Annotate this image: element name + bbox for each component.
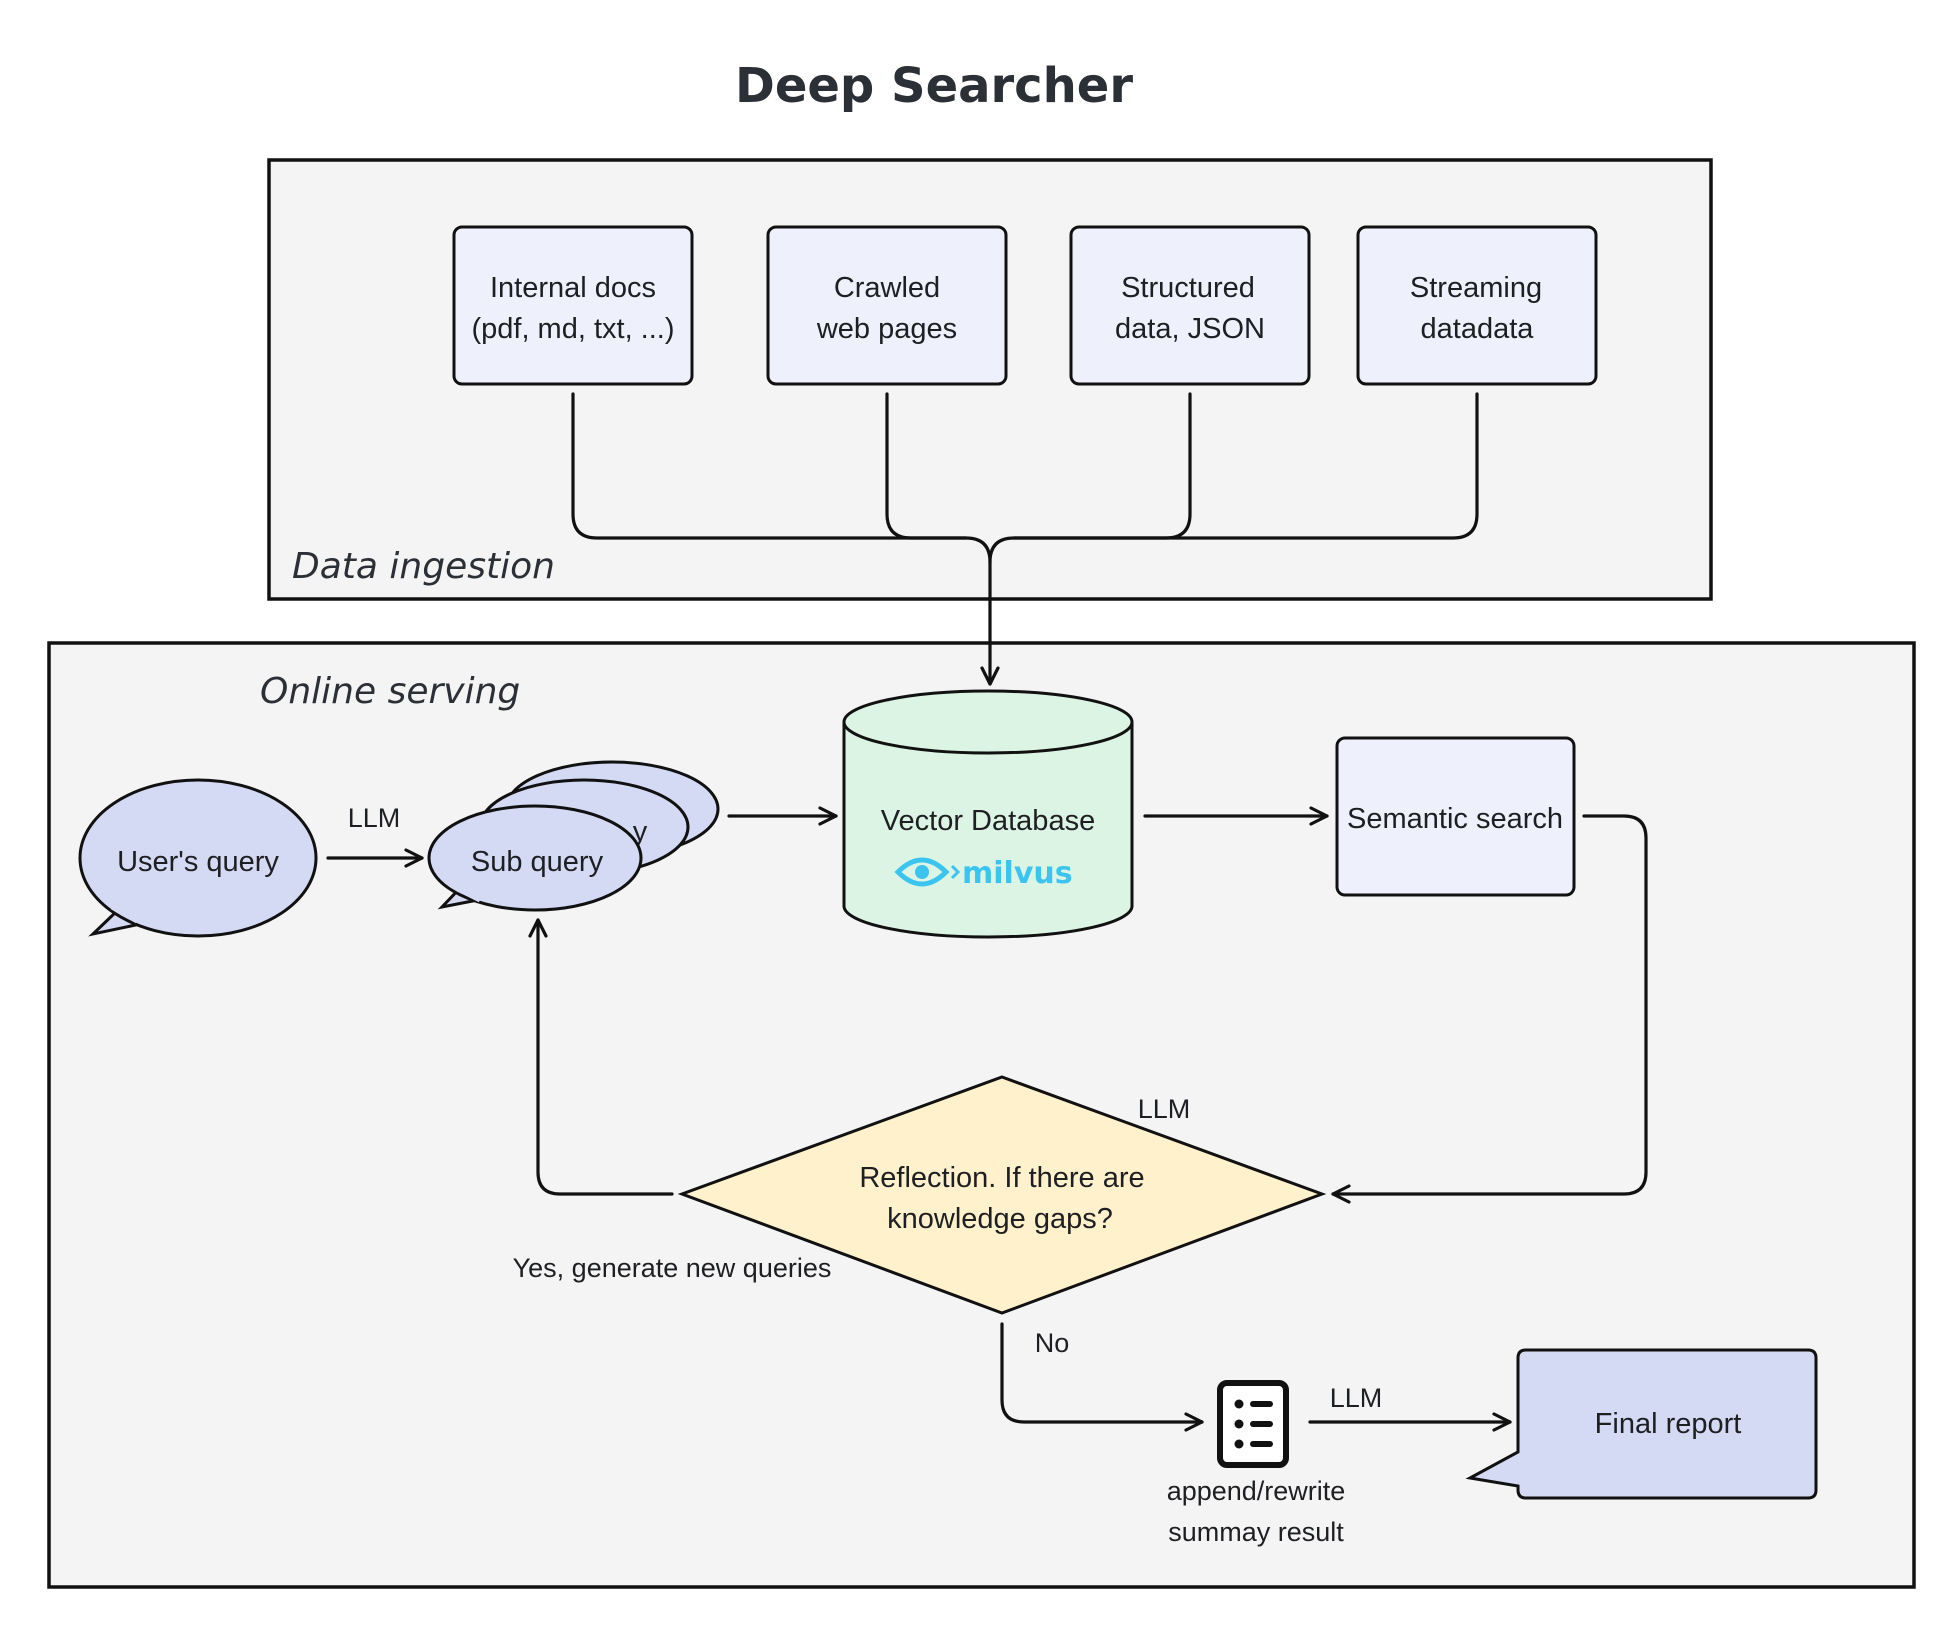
edge-reflection-to-sub: [528, 918, 674, 1196]
summary-label-line2: summay result: [1168, 1517, 1344, 1547]
edge-llm-reflection-label: LLM: [1138, 1094, 1191, 1124]
source-internal-docs: Internal docs (pdf, md, txt, ...): [452, 225, 694, 386]
source-label-line2: data, JSON: [1115, 313, 1265, 345]
reflection-label-line2: knowledge gaps?: [887, 1203, 1113, 1235]
online-serving-label: Online serving: [260, 671, 520, 712]
edge-semantic-to-reflection: [1331, 814, 1648, 1204]
ingestion-merge-connector: [571, 392, 1479, 686]
sub-query-stack: y Sub query: [427, 760, 720, 912]
reflection-decision: Reflection. If there are knowledge gaps?: [677, 1075, 1327, 1315]
milvus-eye-icon: [894, 857, 961, 887]
edge-llm-summary-label: LLM: [1330, 1383, 1383, 1413]
data-ingestion-label: Data ingestion: [292, 546, 555, 587]
source-label-line1: Crawled: [834, 272, 940, 304]
final-report-box: Final report: [1465, 1348, 1818, 1500]
source-crawled-web-pages: Crawled web pages: [766, 225, 1008, 386]
source-label-line2: (pdf, md, txt, ...): [471, 313, 674, 345]
document-list-icon: [1217, 1380, 1289, 1468]
edge-llm-user-to-sub-label: LLM: [348, 803, 401, 833]
source-label-line2: web pages: [816, 313, 957, 345]
final-report-label: Final report: [1595, 1408, 1742, 1440]
semantic-search-box: Semantic search: [1335, 736, 1576, 897]
diagram-title: Deep Searcher: [735, 58, 1133, 114]
edge-no-label: No: [1035, 1328, 1070, 1358]
users-query-bubble: User's query: [78, 778, 318, 938]
sub-query-label: Sub query: [471, 846, 604, 878]
source-label-line2: datadata: [1421, 313, 1535, 345]
source-structured-data: Structured data, JSON: [1069, 225, 1311, 386]
reflection-label-line1: Reflection. If there are: [859, 1162, 1144, 1194]
source-label-line1: Structured: [1121, 272, 1255, 304]
summary-label-line1: append/rewrite: [1167, 1476, 1346, 1506]
source-streaming-data: Streaming datadata: [1356, 225, 1598, 386]
source-label-line1: Internal docs: [490, 272, 656, 304]
edge-reflection-to-summary: [1000, 1322, 1204, 1432]
semantic-search-label: Semantic search: [1347, 803, 1563, 835]
vector-database: Vector Database milvus: [842, 689, 1134, 939]
sub-query-back-fragment: y: [633, 816, 648, 848]
source-label-line1: Streaming: [1410, 272, 1542, 304]
vector-database-label: Vector Database: [881, 805, 1095, 837]
users-query-label: User's query: [117, 846, 279, 878]
milvus-logo-text: milvus: [962, 856, 1073, 891]
edge-yes-label: Yes, generate new queries: [513, 1253, 832, 1283]
